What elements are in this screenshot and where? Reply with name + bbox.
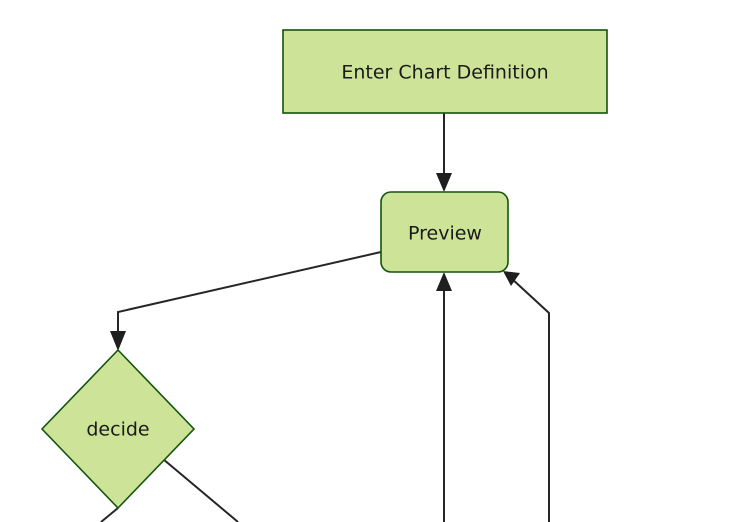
edge-bottom-right-to-preview-arrowhead (503, 271, 520, 286)
node-decide[interactable]: decide (40, 348, 196, 510)
edge-bottom-right-to-preview (503, 271, 550, 522)
preview-shape[interactable] (380, 191, 509, 273)
edge-decide-out-right-line (162, 458, 239, 522)
edge-enter-to-preview-arrowhead (436, 173, 452, 192)
node-enter-chart-definition[interactable]: Enter Chart Definition (282, 29, 608, 114)
decide-shape[interactable] (40, 348, 196, 510)
edge-decide-out-right (162, 458, 239, 522)
edge-bottom-right-to-preview-line (510, 277, 550, 522)
edge-decide-out-left (100, 507, 119, 522)
preview-label: Preview (408, 223, 482, 245)
edge-preview-to-decide-line (117, 251, 382, 340)
edge-decide-out-left-line (100, 507, 119, 522)
enter-chart-definition-shape[interactable] (282, 29, 608, 114)
enter-chart-definition-label: Enter Chart Definition (341, 62, 548, 84)
edge-preview-to-decide (110, 251, 382, 351)
node-preview[interactable]: Preview (380, 191, 509, 273)
edge-bottom-center-to-preview-arrowhead (436, 272, 452, 291)
decide-label: decide (86, 419, 149, 441)
edge-bottom-center-to-preview (436, 272, 452, 522)
edge-preview-to-decide-arrowhead (110, 331, 126, 351)
edge-enter-to-preview (436, 113, 452, 192)
